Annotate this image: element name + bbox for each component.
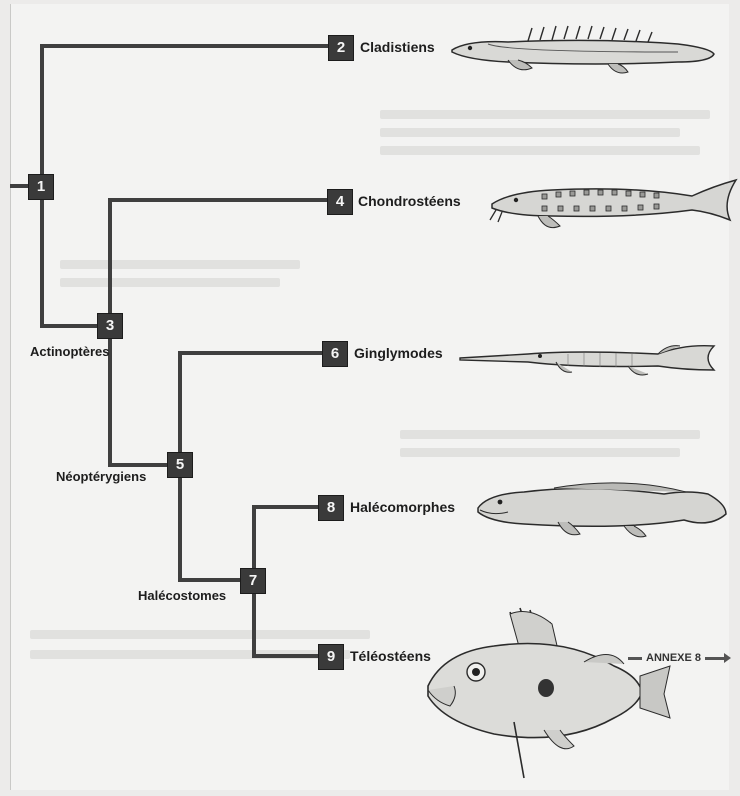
leaf-node-6: 6 bbox=[322, 341, 348, 367]
sturgeon-fish-icon bbox=[482, 176, 740, 240]
leaf-node-8: 8 bbox=[318, 495, 344, 521]
annex-label: ANNEXE 8 bbox=[646, 652, 701, 664]
leaf-node-2: 2 bbox=[328, 35, 354, 61]
node-5: 5 bbox=[167, 452, 193, 478]
gar-fish-icon bbox=[458, 340, 720, 380]
arrow-right-icon bbox=[705, 657, 725, 660]
leaf-label-ginglymodes: Ginglymodes bbox=[354, 345, 443, 361]
node-1: 1 bbox=[28, 174, 54, 200]
bichir-fish-icon bbox=[448, 22, 718, 78]
leaf-label-halecomorphes: Halécomorphes bbox=[350, 499, 455, 515]
leaf-label-chondrosteens: Chondrostéens bbox=[358, 193, 461, 209]
leaf-node-9: 9 bbox=[318, 644, 344, 670]
clade-label-halecostomes: Halécostomes bbox=[138, 588, 226, 603]
arrow-left-stub bbox=[628, 657, 642, 660]
node-7: 7 bbox=[240, 568, 266, 594]
node-3: 3 bbox=[97, 313, 123, 339]
leaf-label-teleosteens: Téléostéens bbox=[350, 648, 431, 664]
leaf-label-cladistiens: Cladistiens bbox=[360, 39, 435, 55]
john-dory-fish-icon bbox=[424, 606, 674, 784]
clade-label-neopterygiens: Néoptérygiens bbox=[56, 469, 146, 484]
leaf-node-4: 4 bbox=[327, 189, 353, 215]
clade-label-actinopteres: Actinoptères bbox=[30, 344, 109, 359]
bowfin-fish-icon bbox=[474, 474, 730, 544]
annex-pointer: ANNEXE 8 bbox=[628, 652, 725, 664]
